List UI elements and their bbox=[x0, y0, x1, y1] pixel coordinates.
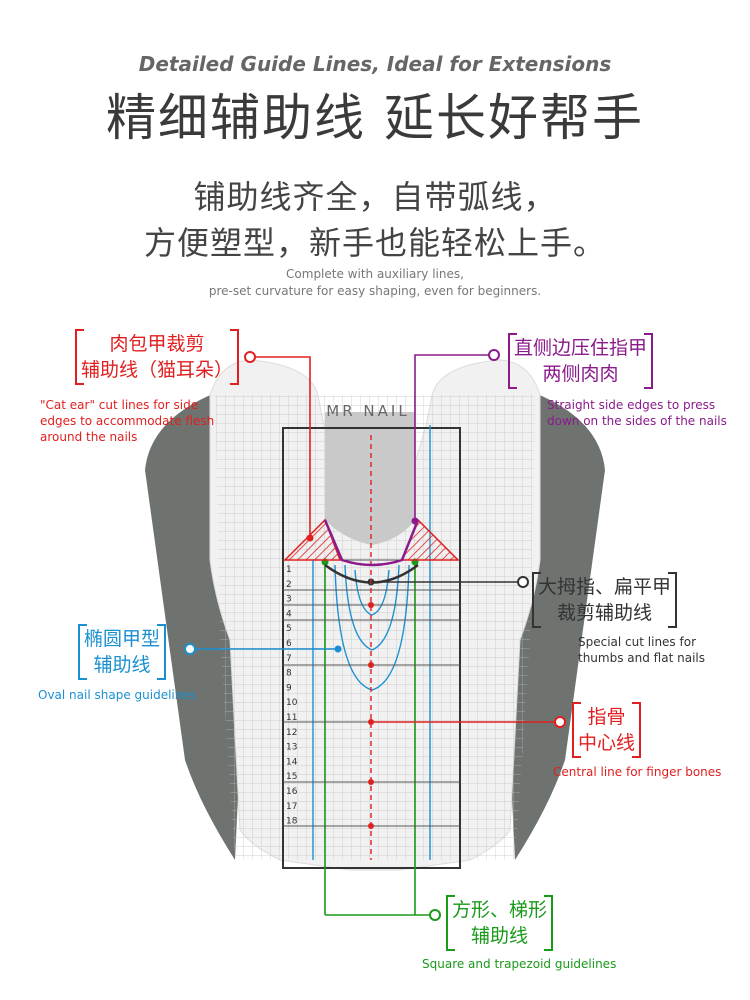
scale-number: 3 bbox=[286, 595, 292, 605]
subtitle-english: Detailed Guide Lines, Ideal for Extensio… bbox=[138, 52, 612, 76]
scale-number: 14 bbox=[286, 757, 298, 767]
scale-number: 10 bbox=[286, 698, 298, 708]
callout-oval-note: Oval nail shape guidelines bbox=[38, 688, 196, 702]
brand-logo: MR NAIL bbox=[326, 402, 409, 420]
scale-number: 4 bbox=[286, 609, 292, 619]
callout-square-note: Square and trapezoid guidelines bbox=[422, 957, 617, 971]
callout-center-note: Central line for finger bones bbox=[553, 765, 722, 779]
intro-line-1-cn: 铺助线齐全，自带弧线， bbox=[193, 178, 557, 216]
page-title: 精细辅助线 延长好帮手 bbox=[106, 89, 644, 147]
intro-line-2-en: pre-set curvature for easy shaping, even… bbox=[208, 284, 542, 298]
callout-square-label: 方形、梯形 辅助线 bbox=[446, 895, 554, 951]
left-wing bbox=[145, 393, 245, 860]
right-wing bbox=[505, 393, 605, 860]
callout-thumb-note: Special cut lines for thumbs and flat na… bbox=[578, 635, 705, 665]
callout-cat-ear-label: 肉包甲裁剪 辅助线（猫耳朵） bbox=[75, 329, 240, 385]
scale-number: 12 bbox=[286, 728, 297, 738]
scale-number: 2 bbox=[286, 580, 292, 590]
callout-straight-side-note: Straight side edges to press down on the… bbox=[547, 398, 727, 428]
scale-number: 11 bbox=[286, 713, 297, 723]
scale-number: 17 bbox=[286, 802, 297, 812]
scale-number: 8 bbox=[286, 669, 292, 679]
scale-number: 7 bbox=[286, 654, 292, 664]
scale-number: 5 bbox=[286, 624, 292, 634]
intro-line-1-en: Complete with auxiliary lines, bbox=[286, 267, 464, 281]
scale-number: 16 bbox=[286, 787, 298, 797]
scale-number: 15 bbox=[286, 772, 297, 782]
nail-window bbox=[325, 412, 415, 545]
scale-number: 1 bbox=[286, 565, 292, 575]
scale-number: 13 bbox=[286, 743, 297, 753]
intro-line-2-cn: 方便塑型，新手也能轻松上手。 bbox=[143, 224, 606, 262]
callout-straight-side-label: 直侧边压住指甲 两侧肉肉 bbox=[508, 333, 654, 389]
callout-cat-ear-note: "Cat ear" cut lines for side edges to ac… bbox=[40, 398, 215, 444]
callout-center-label: 指骨 中心线 bbox=[572, 702, 642, 758]
scale-number: 6 bbox=[286, 639, 292, 649]
scale-number: 9 bbox=[286, 683, 292, 693]
scale-number: 18 bbox=[286, 817, 298, 827]
callout-oval-label: 椭圆甲型 辅助线 bbox=[78, 624, 167, 680]
callout-thumb-label: 大拇指、扁平甲 裁剪辅助线 bbox=[532, 572, 678, 628]
